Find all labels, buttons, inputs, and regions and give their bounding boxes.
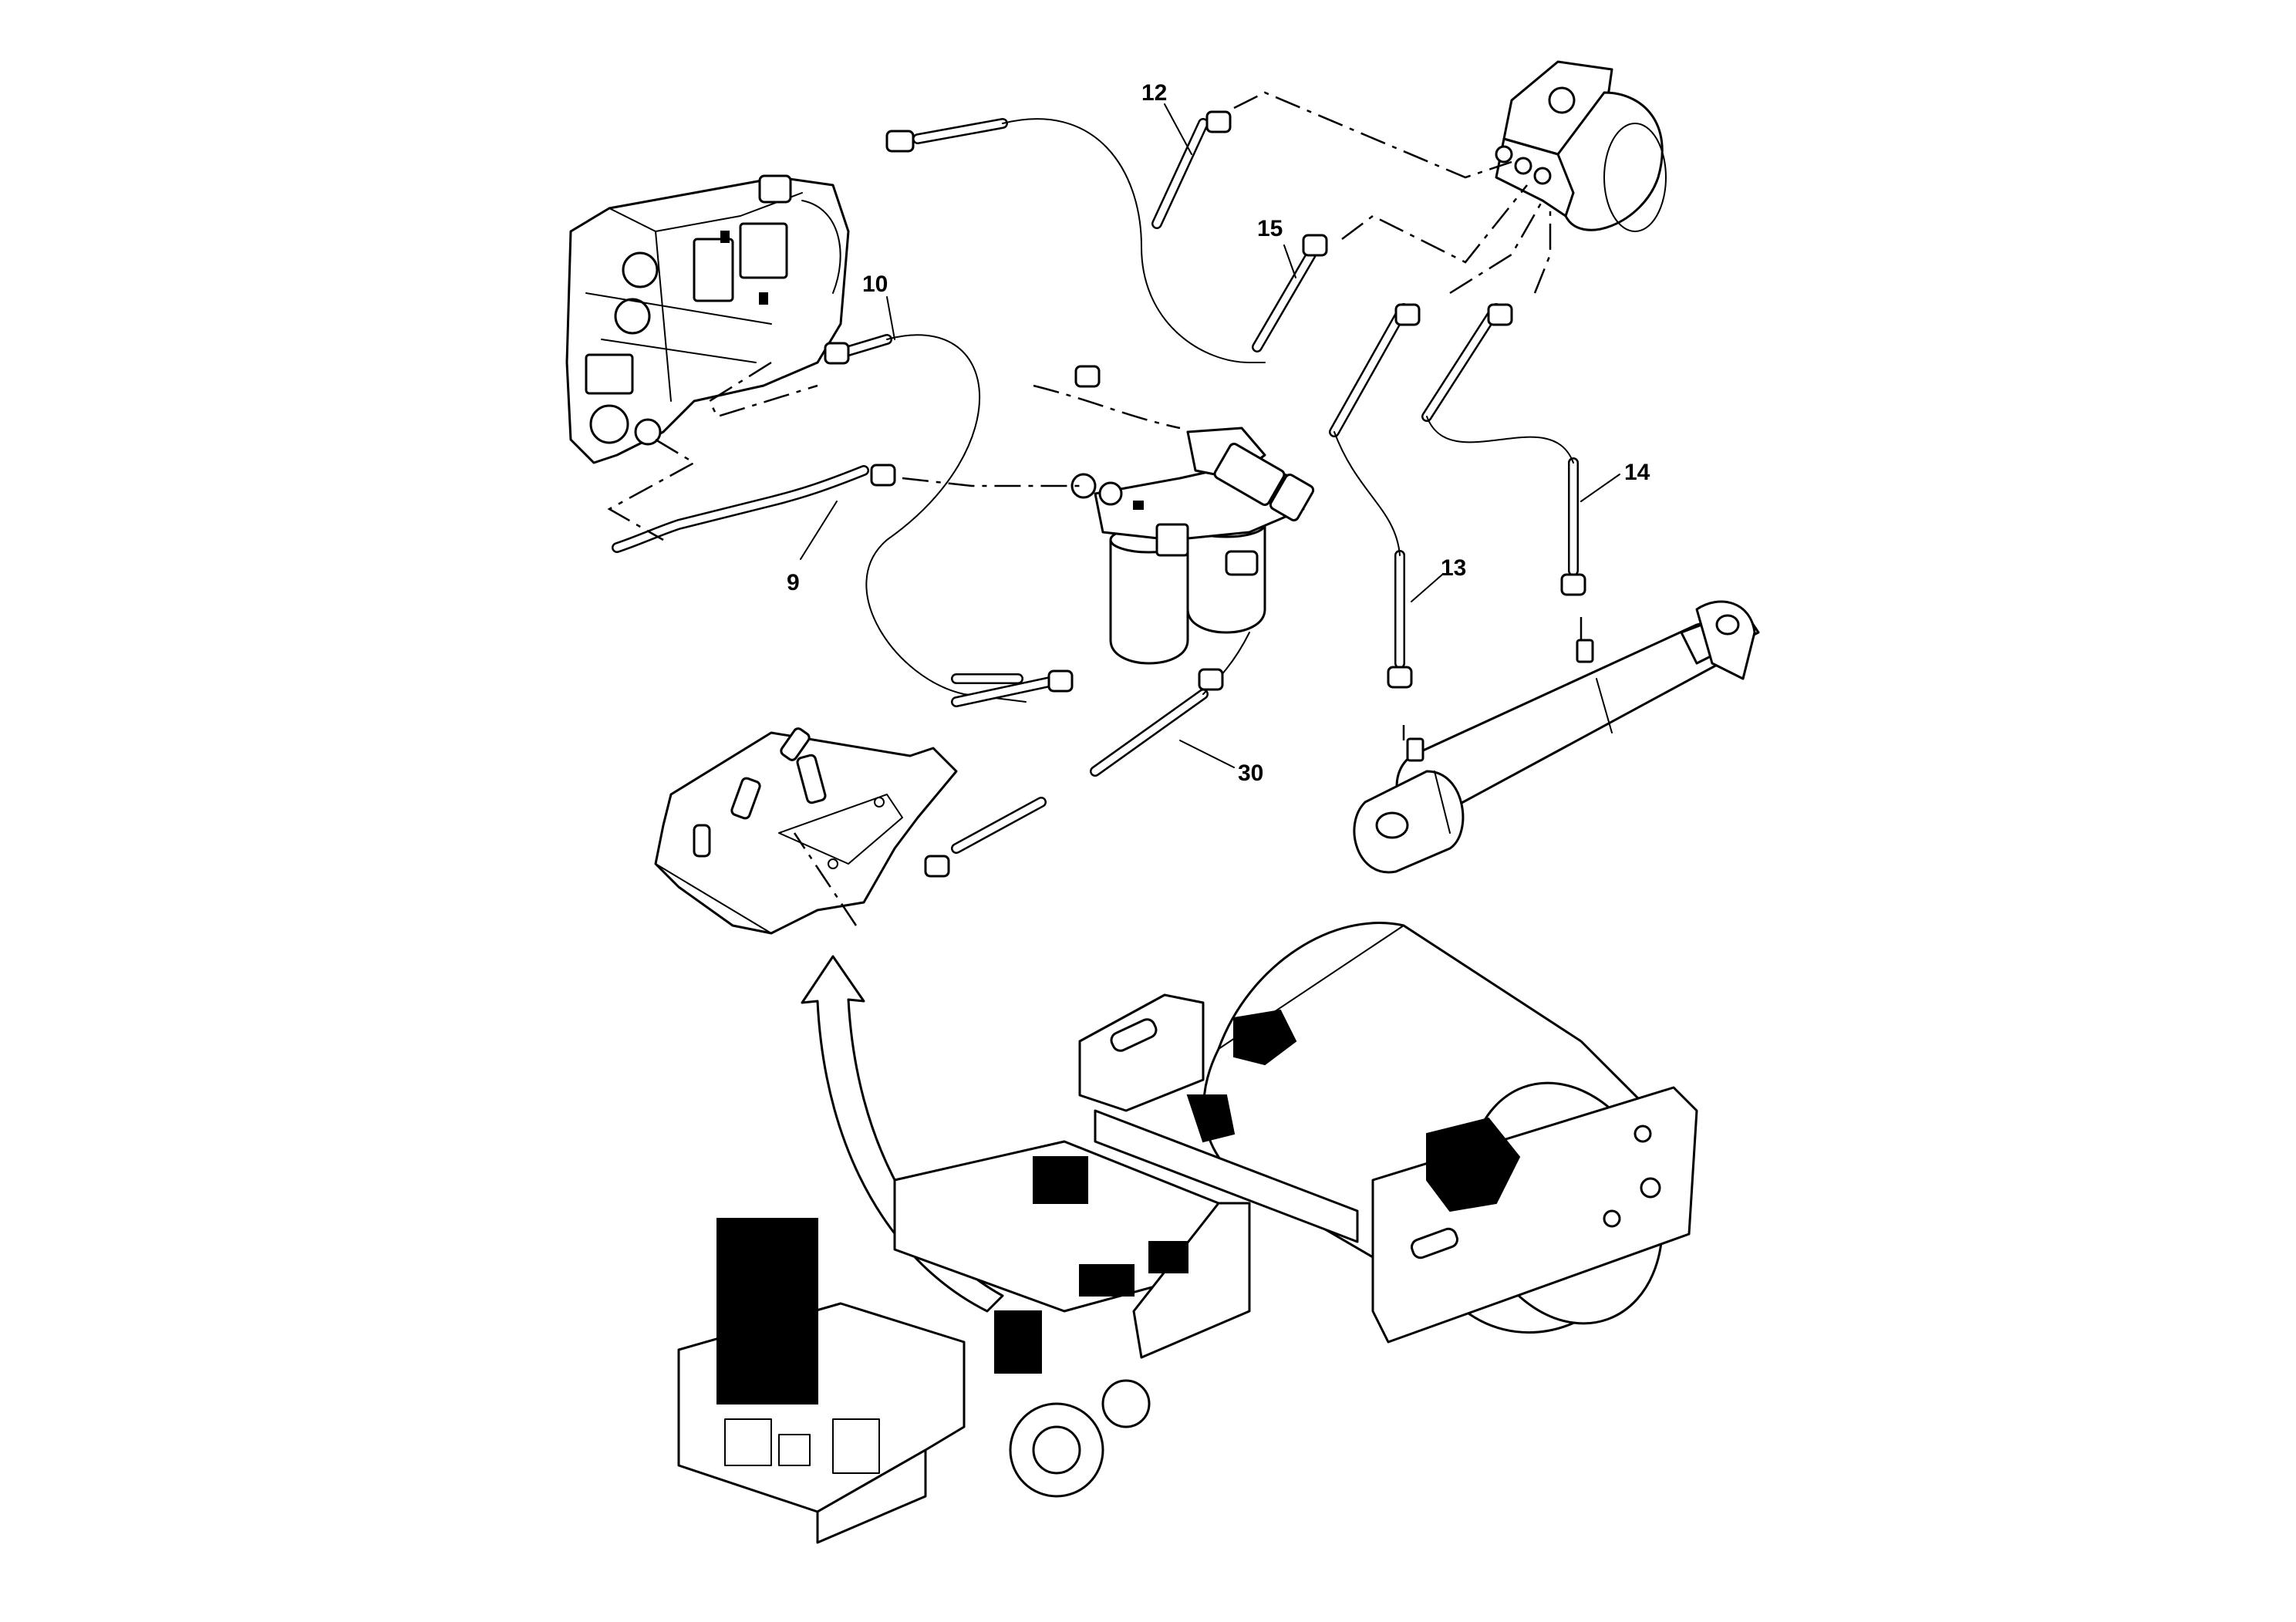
filter-assembly bbox=[1070, 427, 1315, 665]
callout-9: 9 bbox=[787, 570, 800, 595]
connection-lines bbox=[607, 91, 1583, 926]
mounting-plate-manifold bbox=[654, 727, 958, 935]
hydraulic-pump-assembly bbox=[565, 174, 850, 464]
callout-12: 12 bbox=[1141, 80, 1167, 106]
callout-14: 14 bbox=[1624, 460, 1650, 485]
callout-30: 30 bbox=[1238, 760, 1263, 786]
steering-cylinder bbox=[1353, 600, 1760, 874]
callout-13: 13 bbox=[1441, 555, 1466, 581]
machine-overview-roller bbox=[677, 922, 1698, 1544]
callout-leaders bbox=[800, 103, 1620, 768]
hoses bbox=[612, 110, 1586, 878]
callout-15: 15 bbox=[1257, 216, 1283, 241]
callout-10: 10 bbox=[862, 271, 888, 297]
steering-orbital-unit bbox=[1495, 60, 1667, 232]
location-arrow bbox=[801, 955, 1004, 1313]
